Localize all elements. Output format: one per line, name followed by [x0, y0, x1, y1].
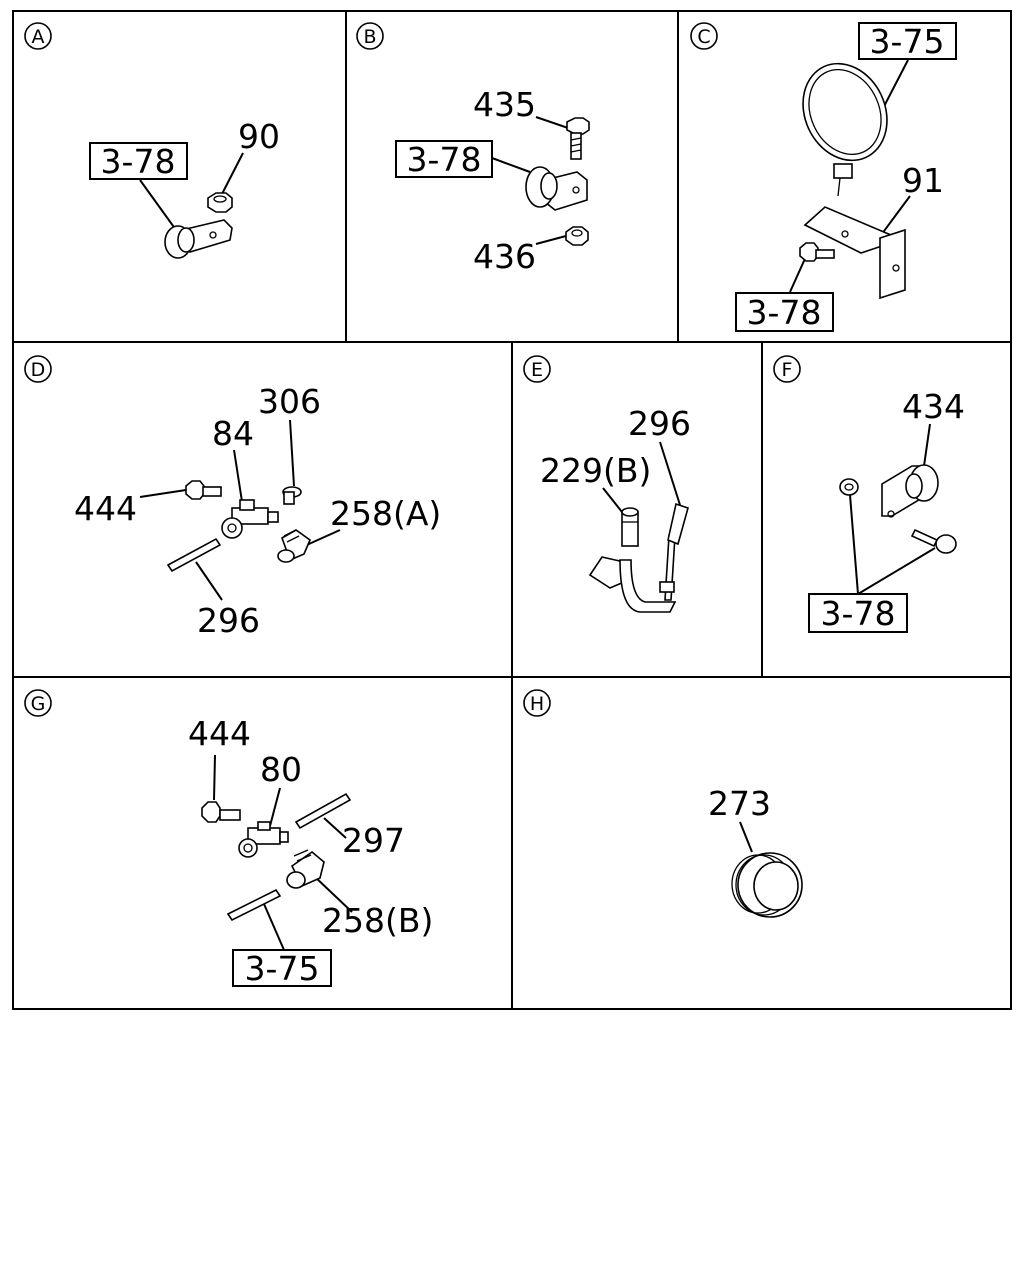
part-number-90: 90	[238, 117, 280, 156]
panel-d: D 306 84 444 258(A) 296	[24, 355, 441, 640]
part-number-273: 273	[708, 784, 771, 823]
svg-text:B: B	[363, 26, 376, 48]
panel-a: A 3-78 90	[24, 22, 280, 259]
bracket-clamp-part	[881, 464, 939, 518]
tee-fitting-part	[221, 499, 279, 539]
washer-part	[839, 478, 859, 496]
elbow-fitting-part	[286, 849, 325, 889]
svg-text:C: C	[697, 26, 710, 48]
section-letter-b: B	[356, 22, 384, 50]
svg-text:H: H	[530, 693, 544, 715]
svg-text:F: F	[782, 359, 793, 381]
bolt-part	[185, 480, 222, 500]
bolt-part	[910, 528, 957, 554]
part-number-296: 296	[197, 601, 260, 640]
elbow-fitting-part	[277, 529, 311, 563]
bolt-part	[566, 117, 590, 160]
nut-part	[565, 226, 589, 246]
svg-text:3-78: 3-78	[101, 142, 176, 181]
part-number-229-b: 229(B)	[540, 451, 651, 490]
ref-box-3-78[interactable]: 3-78	[89, 142, 188, 181]
bracket-clamp-part	[525, 166, 588, 211]
part-number-296: 296	[628, 404, 691, 443]
part-number-306: 306	[258, 382, 321, 421]
svg-text:G: G	[31, 693, 46, 715]
pipe-part	[166, 537, 222, 573]
panel-f: F 434 3-78	[773, 355, 965, 633]
section-letter-c: C	[690, 22, 718, 50]
ref-box-3-75[interactable]: 3-75	[232, 949, 332, 988]
part-number-258-a: 258(A)	[330, 494, 441, 533]
nut-part	[207, 192, 233, 213]
part-number-80: 80	[260, 750, 302, 789]
ref-box-3-75[interactable]: 3-75	[858, 22, 957, 61]
svg-text:3-75: 3-75	[870, 22, 945, 61]
section-letter-g: G	[24, 689, 52, 717]
band-clamp-part	[802, 62, 888, 197]
part-number-444: 444	[74, 489, 137, 528]
part-number-258-b: 258(B)	[322, 901, 433, 940]
svg-text:3-78: 3-78	[821, 594, 896, 633]
part-number-444: 444	[188, 714, 251, 753]
bracket-part	[799, 206, 906, 300]
svg-text:A: A	[32, 26, 45, 48]
clamp-part	[164, 219, 233, 259]
part-number-297: 297	[342, 821, 405, 860]
bolt-part	[201, 801, 241, 823]
section-letter-f: F	[773, 355, 801, 383]
svg-text:3-78: 3-78	[407, 140, 482, 179]
pipe-part	[294, 792, 352, 830]
section-letter-d: D	[24, 355, 52, 383]
panel-c: C 3-75 91 3-78	[690, 22, 957, 332]
section-letter-a: A	[24, 22, 52, 50]
part-number-91: 91	[902, 161, 944, 200]
ref-box-3-78[interactable]: 3-78	[808, 593, 908, 633]
grommet-part	[731, 852, 803, 918]
svg-text:3-78: 3-78	[747, 293, 822, 332]
svg-text:E: E	[531, 359, 543, 381]
part-number-84: 84	[212, 414, 254, 453]
section-letter-h: H	[523, 689, 551, 717]
panel-b: B 435 436 3-78	[356, 22, 590, 276]
panel-g: G 444 80 297 258(B) 3-75	[24, 689, 433, 988]
panel-grid	[12, 10, 1012, 1010]
cap-part	[282, 486, 302, 505]
panel-e: E 296 229(B)	[523, 355, 691, 613]
svg-text:D: D	[31, 359, 46, 381]
spacer-part	[621, 507, 639, 547]
ref-box-3-78[interactable]: 3-78	[395, 140, 493, 179]
part-number-434: 434	[902, 387, 965, 426]
svg-text:3-75: 3-75	[245, 949, 320, 988]
part-number-435: 435	[473, 85, 536, 124]
hose-clip-part	[588, 502, 689, 613]
panel-h: H 273	[523, 689, 803, 918]
tee-fitting-part	[238, 821, 289, 858]
pipe-part	[226, 888, 282, 922]
section-letter-e: E	[523, 355, 551, 383]
part-number-436: 436	[473, 237, 536, 276]
ref-box-3-78[interactable]: 3-78	[735, 292, 834, 332]
